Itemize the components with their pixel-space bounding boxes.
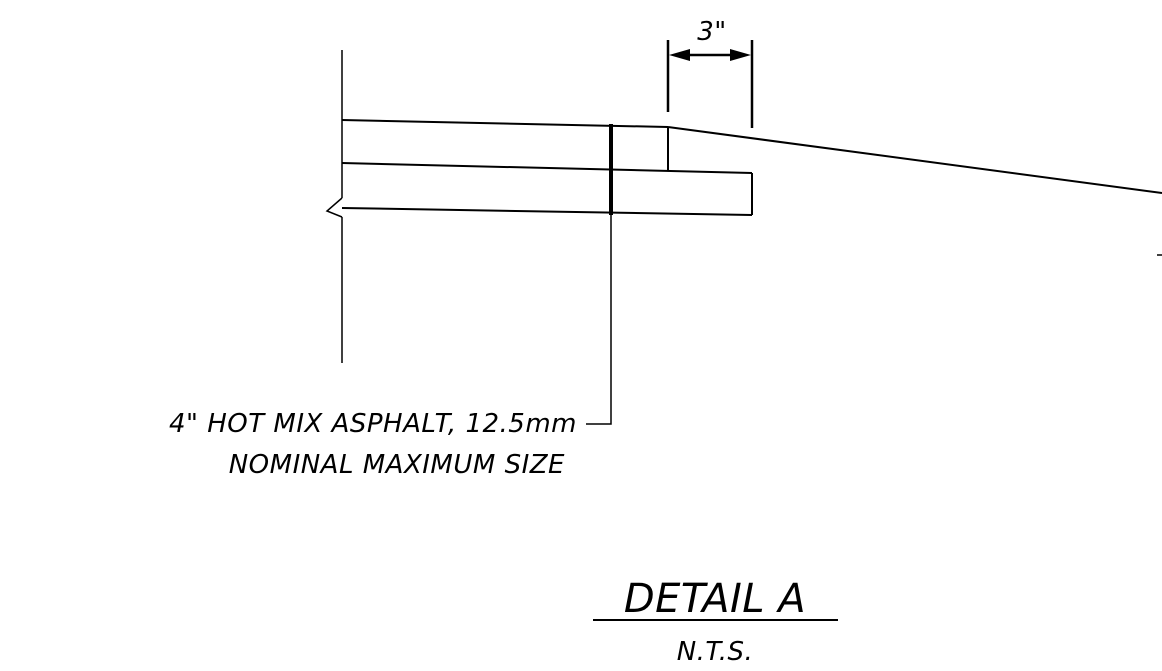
dimension-label: 3" bbox=[697, 17, 727, 47]
dimension-arrow-right bbox=[730, 49, 751, 61]
edge-break-line bbox=[325, 50, 343, 363]
callout-leader bbox=[586, 215, 612, 425]
callout-text-line2: NOMINAL MAXIMUM SIZE bbox=[229, 450, 565, 480]
detail-scale: N.T.S. bbox=[677, 637, 754, 667]
bottom-layer-line bbox=[341, 207, 753, 216]
detail-title: DETAIL A bbox=[624, 576, 806, 622]
top-surface-line bbox=[341, 119, 669, 128]
sloped-surface-line bbox=[667, 126, 1162, 194]
dimension-3in: 3" bbox=[666, 17, 754, 128]
callout-text-line1: 4" HOT MIX ASPHALT, 12.5mm bbox=[169, 409, 577, 439]
dimension-arrow-left bbox=[669, 49, 690, 61]
middle-layer-line bbox=[341, 162, 753, 174]
pavement-layers bbox=[341, 119, 1162, 216]
